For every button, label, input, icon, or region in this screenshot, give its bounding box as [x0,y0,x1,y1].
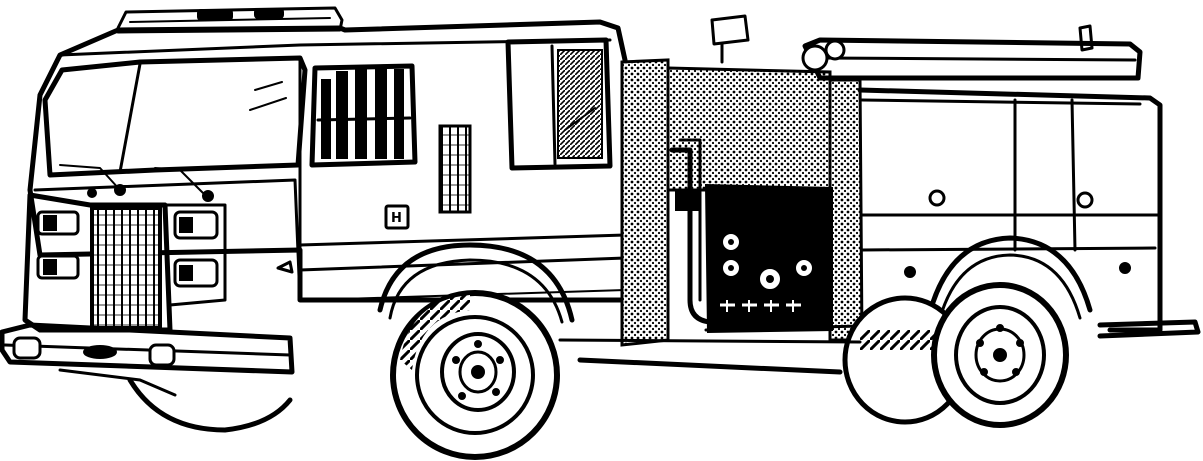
door-badge-label: H [391,211,402,226]
door-vent [438,124,472,214]
rear-body [710,14,1201,339]
door-badge: H [384,204,410,230]
cab: H [27,19,628,303]
front-wheel [127,242,575,460]
front-end [0,192,295,397]
crew-cab-window [309,63,418,168]
rear-wheel [558,235,1093,428]
pump-panel [620,58,864,347]
rear-cab-window [505,37,613,171]
front-grille [90,206,162,330]
